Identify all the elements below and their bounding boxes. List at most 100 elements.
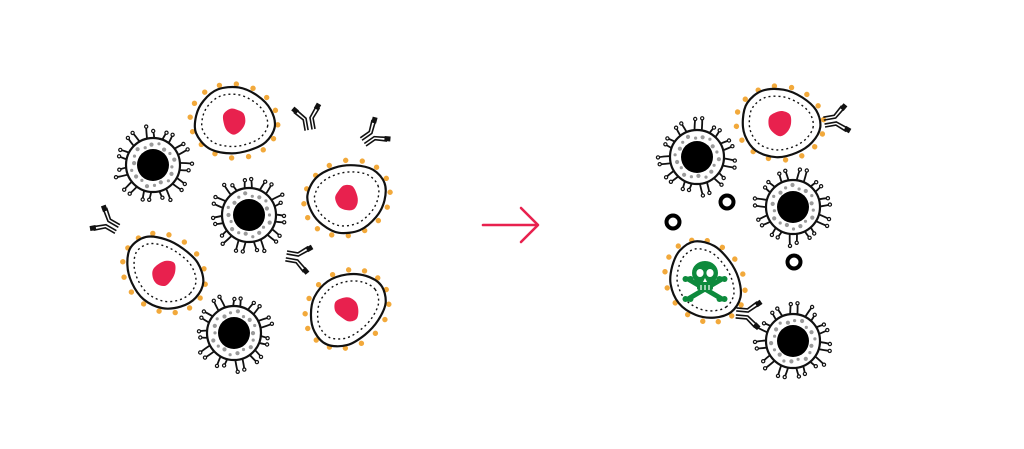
antibody-icon [359, 116, 391, 147]
cytotoxic-granule [803, 188, 808, 194]
cytotoxic-granule [770, 201, 775, 206]
cytotoxic-granule [716, 157, 721, 162]
cytotoxic-granule [796, 357, 800, 361]
cell-nucleus [681, 141, 713, 173]
cytotoxic-granule [228, 311, 233, 315]
cytotoxic-granule [778, 321, 782, 325]
surface-receptor-dot [372, 330, 379, 337]
cytotoxic-granule [157, 142, 161, 146]
surface-receptor-dot [172, 309, 178, 316]
surface-receptor-dot [738, 302, 744, 308]
cytotoxic-granule [243, 231, 248, 236]
cytotoxic-granule [250, 194, 254, 198]
surface-receptor-dot [382, 316, 388, 323]
cytotoxic-granule [172, 157, 177, 162]
surface-receptor-dot [186, 305, 193, 311]
surface-receptor-dot [715, 318, 721, 325]
surface-receptor-dot [358, 340, 365, 347]
cytotoxic-granule [809, 201, 814, 206]
after-panel [655, 83, 852, 380]
cytotoxic-granule [132, 161, 137, 166]
nucleus [768, 110, 792, 137]
target-cell [187, 81, 281, 161]
cell-nucleus [233, 199, 265, 231]
surface-receptor-dot [664, 285, 670, 291]
cytotoxic-granule [235, 351, 240, 356]
cytotoxic-granule [134, 174, 139, 179]
target-cell [301, 157, 393, 239]
cytotoxic-granule [769, 341, 774, 346]
transition-arrow [481, 206, 540, 244]
cytotoxic-granule [226, 212, 231, 218]
cytotoxic-granule [213, 331, 217, 335]
surface-receptor-dot [386, 301, 392, 307]
dead-target-cell [662, 237, 748, 325]
cytotoxic-granule [212, 323, 217, 328]
surface-receptor-dot [313, 337, 319, 343]
cytotoxic-granule [132, 154, 137, 158]
cytotoxic-granule [778, 190, 783, 195]
surface-receptor-dot [272, 107, 279, 114]
cytotoxic-granule [808, 351, 812, 355]
surface-receptor-dot [314, 226, 321, 232]
nucleus [222, 108, 246, 135]
granule-icon [718, 193, 736, 211]
surface-receptor-dot [245, 153, 252, 160]
cytotoxic-granule [704, 175, 708, 179]
surface-receptor-dot [345, 232, 352, 239]
cytotoxic-granule [135, 147, 140, 152]
cell-nucleus [777, 325, 809, 357]
surface-receptor-dot [306, 295, 312, 302]
surface-receptor-dot [197, 295, 203, 301]
inner-membrane [748, 95, 815, 151]
cytotoxic-granule [170, 165, 174, 169]
killer-cell [752, 167, 833, 249]
cytotoxic-granule [257, 195, 262, 200]
surface-receptor-dot [189, 128, 196, 135]
surface-receptor-dot [732, 256, 738, 262]
cytotoxic-granule [241, 315, 246, 319]
cytotoxic-granule [673, 153, 677, 157]
cytotoxic-granule [789, 359, 794, 364]
cell-nucleus [218, 317, 250, 349]
cytotoxic-granule [708, 137, 712, 141]
cytotoxic-granule [235, 309, 240, 314]
cytotoxic-granule [222, 347, 227, 352]
cytotoxic-granule [696, 173, 701, 178]
cytotoxic-granule [681, 140, 685, 144]
surface-receptor-dot [342, 157, 349, 164]
surface-receptor-dot [302, 311, 308, 317]
surface-receptor-dot [742, 96, 748, 102]
surface-receptor-dot [329, 271, 336, 278]
surface-receptor-dot [359, 158, 365, 164]
surface-receptor-dot [201, 266, 207, 272]
cytotoxic-granule [251, 338, 255, 342]
surface-receptor-dot [250, 85, 256, 92]
antibody-icon [291, 102, 322, 131]
surface-receptor-dot [733, 123, 740, 130]
cytotoxic-granule [675, 159, 680, 165]
surface-receptor-dot [684, 311, 691, 318]
nucleus [335, 184, 358, 211]
cytotoxic-granule [241, 347, 246, 352]
cytotoxic-granule [247, 317, 252, 322]
cytotoxic-granule [162, 147, 167, 152]
surface-receptor-dot [315, 281, 322, 288]
surface-receptor-dot [740, 271, 746, 277]
surface-receptor-dot [140, 301, 147, 307]
antibody-icon [89, 204, 121, 235]
surface-receptor-dot [375, 217, 382, 224]
surface-receptor-dot [799, 153, 805, 159]
cell-nucleus [777, 191, 809, 223]
cytotoxic-granule [772, 209, 776, 213]
cytotoxic-granule [813, 337, 817, 341]
cytotoxic-granule [257, 230, 262, 235]
cytotoxic-granule [216, 344, 220, 348]
cytotoxic-granule [798, 224, 803, 229]
cytotoxic-granule [261, 225, 266, 229]
surface-receptor-dot [329, 232, 335, 238]
surface-receptor-dot [260, 147, 266, 153]
killer-cell [210, 176, 287, 254]
cytotoxic-granule [773, 334, 777, 338]
surface-receptor-dot [739, 137, 745, 143]
